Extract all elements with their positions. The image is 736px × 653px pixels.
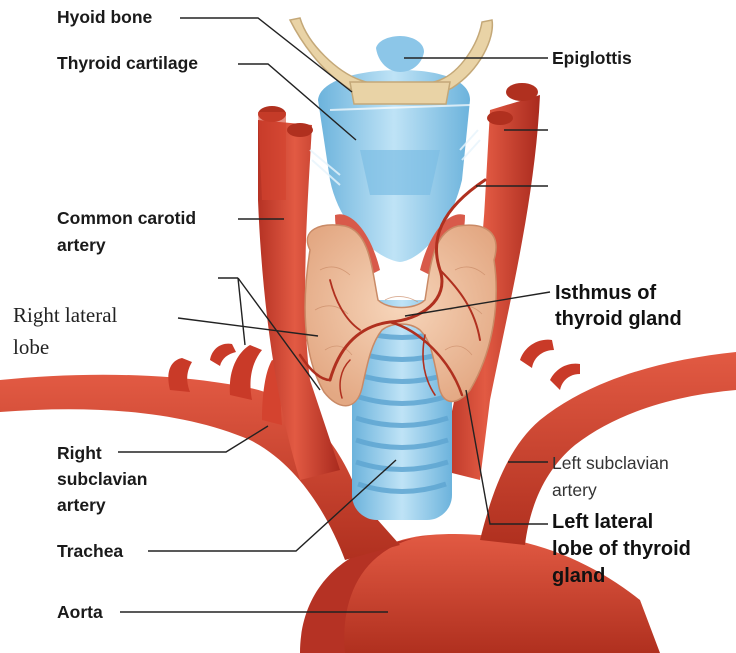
label-epiglottis: Epiglottis [552, 48, 632, 69]
label-hyoid-bone: Hyoid bone [57, 7, 152, 28]
label-right-lateral-lobe: Right lateral lobe [13, 302, 117, 360]
label-left-lateral-lobe-of-thyroid-gland: Left lateral lobe of thyroid gland [552, 510, 691, 588]
label-common-carotid-artery: Common carotid artery [57, 208, 196, 256]
label-thyroid-cartilage: Thyroid cartilage [57, 53, 198, 74]
label-isthmus-of-thyroid-gland: Isthmus of thyroid gland [555, 281, 682, 331]
label-trachea: Trachea [57, 541, 123, 562]
label-aorta: Aorta [57, 602, 103, 623]
label-left-subclavian-artery: Left subclavian artery [552, 453, 669, 501]
label-right-subclavian-artery: Right subclavian artery [57, 443, 147, 516]
